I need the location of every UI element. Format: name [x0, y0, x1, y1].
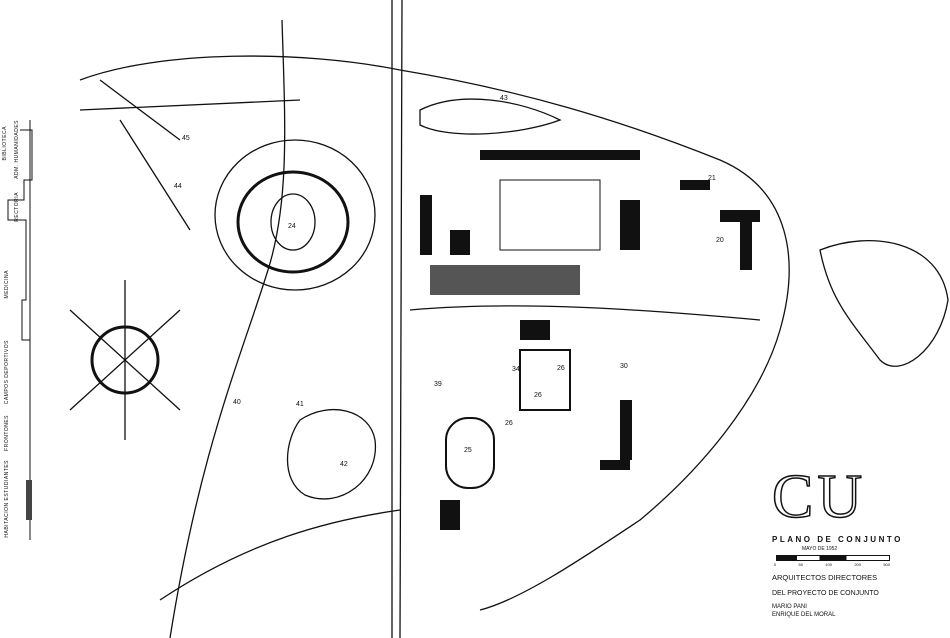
building: [720, 210, 760, 222]
building: [519, 349, 571, 411]
map-label: 26: [505, 420, 513, 427]
building: [480, 150, 640, 160]
building: [450, 230, 470, 255]
section-label: ADM. HUMANIDADES: [14, 120, 20, 179]
building: [680, 180, 710, 190]
stadium-field: [270, 193, 316, 251]
stadium-outer: [214, 139, 376, 291]
scale-bar: [776, 555, 890, 561]
scale-tick: 500: [883, 562, 890, 567]
map-label: 25: [464, 447, 472, 454]
section-label: FRONTONES: [4, 415, 10, 451]
main-esplanade: [499, 179, 601, 251]
section-label: HABITACION ESTUDIANTES: [4, 460, 10, 538]
residential-area: [819, 240, 949, 367]
section-label: MEDICINA: [4, 270, 10, 299]
map-label: 41: [296, 401, 304, 408]
orientation-lines: [69, 280, 181, 440]
scale-tick: 100: [825, 562, 832, 567]
map-label: 21: [708, 175, 716, 182]
map-label: 20: [716, 237, 724, 244]
architect-name: ENRIQUE DEL MORAL: [772, 612, 836, 618]
building: [620, 400, 632, 460]
building: [740, 220, 752, 270]
road-campus: [409, 305, 761, 321]
section-label: BIBLIOTECA: [2, 126, 8, 161]
road-south: [159, 509, 401, 601]
map-label: 24: [288, 223, 296, 230]
project-line: DEL PROYECTO DE CONJUNTO: [772, 590, 879, 597]
architects-heading: ARQUITECTOS DIRECTORES: [772, 573, 878, 582]
map-label: 43: [500, 95, 508, 102]
highway: [391, 0, 403, 638]
athletics-track: [445, 417, 495, 489]
building: [600, 460, 630, 470]
map-label: 42: [340, 461, 348, 468]
map-label: 26: [557, 365, 565, 372]
cu-logo: CU: [771, 462, 867, 532]
map-label: 30: [620, 363, 628, 370]
section-label: CAMPOS DEPORTIVOS: [4, 340, 10, 405]
map-label: 40: [233, 399, 241, 406]
title-block: CU PLANO DE CONJUNTO MAYO DE 1952 0 50 1…: [771, 462, 942, 619]
section-profile: [7, 120, 33, 540]
map-label: 45: [182, 135, 190, 142]
plan-title: PLANO DE CONJUNTO: [772, 535, 903, 544]
road-links: [79, 79, 301, 231]
map-label: 44: [174, 183, 182, 190]
green-area-42: [286, 408, 376, 500]
building: [520, 320, 550, 340]
map-label: 39: [434, 381, 442, 388]
stadium-bowl: [236, 170, 350, 274]
scale-ticks: 0 50 100 200 500: [774, 562, 890, 568]
scale-tick: 0: [774, 562, 777, 567]
plan-date: MAYO DE 1952: [802, 546, 838, 552]
section-label: RECTORIA: [14, 192, 20, 222]
architect-name: MARIO PANI: [772, 604, 807, 610]
scale-tick: 200: [854, 562, 861, 567]
scale-tick: 50: [798, 562, 803, 567]
green-area: [419, 98, 562, 135]
building: [620, 200, 640, 250]
building: [420, 195, 432, 255]
building: [440, 500, 460, 530]
road-west: [169, 19, 286, 638]
map-label: 26: [534, 392, 542, 399]
ring-road: [79, 55, 790, 611]
building: [430, 265, 580, 295]
site-section-strip: BIBLIOTECA ADM. HUMANIDADES RECTORIA MED…: [0, 120, 40, 540]
map-label: 34: [512, 366, 520, 373]
